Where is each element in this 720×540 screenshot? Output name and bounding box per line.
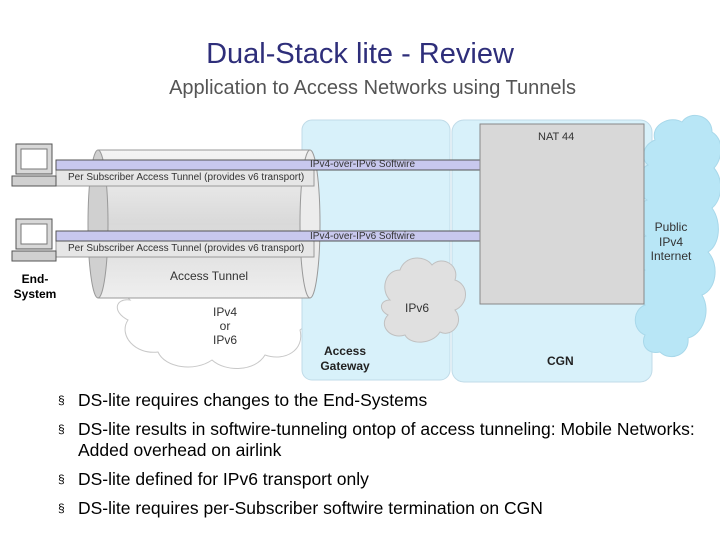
end-system-computer-2: [11, 218, 57, 262]
slide-subtitle: Application to Access Networks using Tun…: [169, 77, 576, 99]
nat44-label: NAT 44: [538, 131, 575, 143]
ipv6-label: IPv6: [405, 301, 430, 315]
softwire-1: [55, 159, 481, 171]
bullet-list: §DS-lite requires changes to the End-Sys…: [58, 390, 698, 527]
public-internet-label: Public IPv4 Internet: [650, 220, 692, 263]
bullet-item: §DS-lite defined for IPv6 transport only: [58, 469, 369, 489]
tunnel-label-1: Per Subscriber Access Tunnel (provides v…: [68, 172, 305, 183]
access-gateway-label: Access Gateway: [320, 344, 370, 373]
end-system-label: End- System: [13, 272, 57, 301]
slide-title: Dual-Stack lite - Review: [206, 38, 514, 70]
bullet-marker-icon: §: [58, 501, 65, 515]
bullet-item: §DS-lite results in softwire-tunneling o…: [58, 419, 695, 460]
softwire-label-1: IPv4-over-IPv6 Softwire: [310, 159, 416, 170]
ipv6-cloud: [381, 257, 466, 343]
bullet-marker-icon: §: [58, 393, 65, 407]
access-tunnel-label: Access Tunnel: [170, 269, 249, 283]
access-tunnel-left-end: [87, 149, 109, 299]
end-system-computer-1: [11, 143, 57, 187]
nat44-box: [479, 123, 645, 305]
ipv4-or-ipv6-label: IPv4 or IPv6: [212, 305, 237, 347]
cgn-label: CGN: [547, 354, 574, 368]
bullet-item: §DS-lite requires per-Subscriber softwir…: [58, 498, 543, 518]
softwire-2: [55, 230, 481, 242]
bullet-item: §DS-lite requires changes to the End-Sys…: [58, 390, 428, 410]
tunnel-label-2: Per Subscriber Access Tunnel (provides v…: [68, 243, 305, 254]
bullet-marker-icon: §: [58, 472, 65, 486]
softwire-label-2: IPv4-over-IPv6 Softwire: [310, 231, 416, 242]
bullet-marker-icon: §: [58, 422, 65, 436]
access-tunnel-right-end: [299, 149, 321, 299]
